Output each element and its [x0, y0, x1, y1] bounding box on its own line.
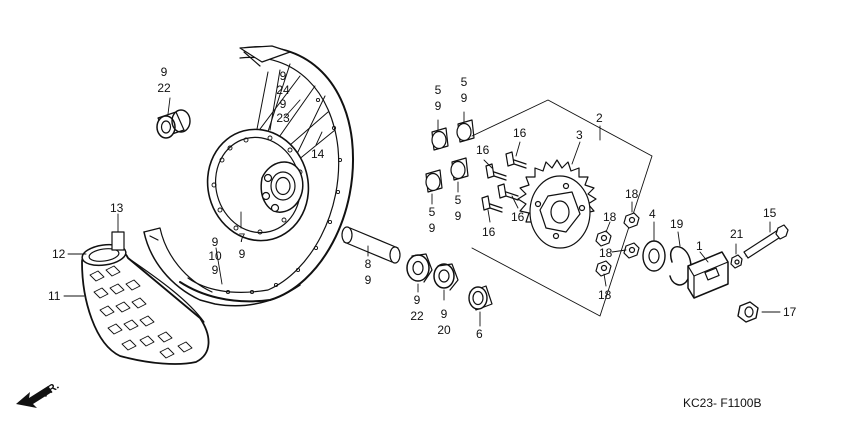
chain-adjuster-1 [687, 251, 729, 299]
tire [81, 243, 210, 365]
callout-4: 4 [649, 207, 656, 221]
callout-2: 2 [596, 111, 603, 125]
callout-16-a: 16 [513, 126, 527, 140]
callout-16-c: 16 [511, 210, 525, 224]
snap-ring-19 [669, 246, 692, 286]
nut-21 [730, 254, 743, 269]
bearing-top [156, 109, 191, 139]
leader-lines [63, 97, 781, 327]
bearing-mid-a [406, 253, 433, 283]
callout-13: 13 [110, 201, 124, 215]
callout-19: 19 [670, 217, 684, 231]
stud-bolts [481, 151, 527, 213]
tire-flap [143, 227, 301, 307]
callout-18-c: 18 [599, 246, 613, 260]
callout-16-b: 16 [476, 143, 490, 157]
callout-21: 21 [730, 227, 744, 241]
diagram-code: KC23- F1100B [683, 396, 762, 410]
callout-14: 14 [311, 147, 325, 161]
sprocket [517, 159, 597, 249]
callout-15: 15 [763, 206, 777, 220]
rim [179, 45, 354, 303]
nuts-18 [595, 212, 640, 277]
front-arrow-icon [16, 386, 52, 408]
callout-18-a: 18 [625, 187, 639, 201]
callout-18-b: 18 [603, 210, 617, 224]
assembly-outline [471, 99, 653, 317]
axle-spacer [341, 226, 401, 264]
collars-5 [425, 119, 475, 193]
callout-3: 3 [576, 128, 583, 142]
tube-valve [111, 231, 125, 251]
callout-1: 1 [696, 239, 703, 253]
callout-18-d: 18 [598, 288, 612, 302]
callout-11: 11 [48, 289, 61, 303]
adjusting-bolt-15 [743, 224, 789, 259]
callout-6: 6 [476, 327, 483, 341]
axle-nut-17 [737, 301, 759, 323]
washer-4 [642, 240, 666, 272]
bearing-mid-b [433, 263, 459, 291]
collar-6 [468, 285, 493, 311]
hub [206, 128, 310, 242]
callout-12: 12 [52, 247, 66, 261]
callout-17: 17 [783, 305, 797, 319]
callout-16-d: 16 [482, 225, 496, 239]
